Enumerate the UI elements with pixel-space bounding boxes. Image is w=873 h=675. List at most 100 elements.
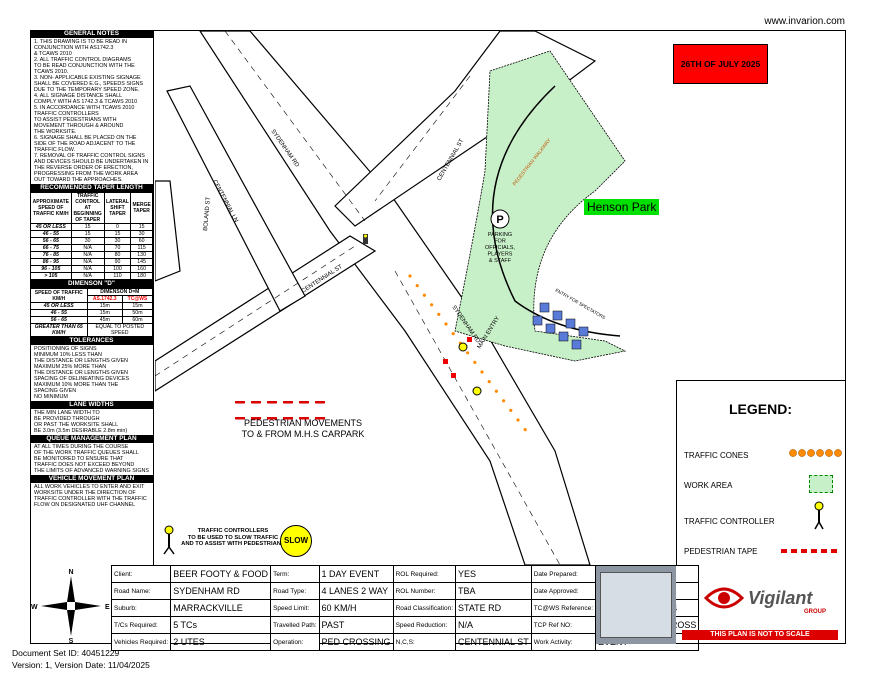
pedestrian-caption-line-1: PEDESTRIAN MOVEMENTS bbox=[243, 418, 362, 428]
tolerances-text-line: NO MINIMUM bbox=[34, 394, 68, 400]
taper-cell: > 105 bbox=[30, 272, 72, 280]
tcs-required-value: 5 TCs bbox=[170, 616, 272, 634]
spectator-gates bbox=[532, 302, 589, 350]
compass-s: S bbox=[69, 638, 74, 644]
ncs-value: CENTENNIAL ST bbox=[455, 633, 532, 651]
parking-icon bbox=[490, 209, 510, 229]
legend-tape-segment bbox=[791, 549, 797, 553]
tolerances-text-line: MINIMUM 10% LESS THAN bbox=[34, 352, 102, 358]
legend-cone bbox=[816, 449, 824, 457]
taper-col-control: TRAFFIC CONTROL AT BEGINNING OF TAPER bbox=[70, 192, 105, 224]
compass-diag-2 bbox=[57, 604, 73, 620]
site-url[interactable]: www.invarion.com bbox=[764, 16, 845, 27]
legend-controller-label: TRAFFIC CONTROLLER bbox=[684, 517, 775, 526]
taper-cell: 100 bbox=[103, 265, 132, 273]
lane-widths-text-line: BE 3.0m (3.5m DESIRABLE 2.8m min) bbox=[34, 428, 128, 434]
centennial-ln bbox=[166, 85, 306, 312]
tolerances-text-line: POSITIONING OF SIGNS bbox=[34, 346, 97, 352]
compass-diag-4 bbox=[57, 592, 73, 608]
dimension-cell: 45 OR LESS bbox=[30, 302, 88, 310]
taper-cell: 15 bbox=[130, 223, 153, 231]
rol-number-value: TBA bbox=[455, 582, 532, 600]
dimension-cell: 15m bbox=[86, 302, 123, 310]
parking-text-line: PLAYERS bbox=[488, 252, 513, 258]
spectator-gate bbox=[539, 302, 550, 313]
taper-header: RECOMMENDED TAPER LENGTH bbox=[30, 184, 153, 192]
general-notes-text-line: 5. IN ACCORDANCE WITH TCAWS 2010 bbox=[34, 105, 135, 111]
rol-required-value: YES bbox=[455, 565, 532, 583]
general-notes-text-line: THE REVERSE ORDER OF ERECTION, bbox=[34, 165, 133, 171]
queue-text-line: OF THE WORK TRAFFIC QUEUES SHALL bbox=[34, 450, 139, 456]
spectator-gate bbox=[545, 323, 556, 334]
taper-cell: 15 bbox=[70, 230, 105, 238]
tcws-ref-label: TC@WS Reference: bbox=[530, 599, 597, 617]
spectator-gate bbox=[565, 318, 576, 329]
taper-cell: 66 - 75 bbox=[30, 244, 72, 252]
traffic-cone bbox=[480, 370, 484, 374]
pedestrian-caption-line-2: TO & FROM M.H.S CARPARK bbox=[241, 429, 365, 439]
general-notes-text-line: DUE TO THE TEMPORARY SPEED ZONE. bbox=[34, 87, 140, 93]
taper-cell: 80 bbox=[103, 251, 132, 259]
taper-cell: 90 bbox=[103, 258, 132, 266]
legend-work-area-icon bbox=[809, 475, 833, 493]
general-notes-header: GENERAL NOTES bbox=[30, 30, 153, 38]
pedestrian-tape-segment bbox=[267, 417, 277, 420]
queue-text-line: BE MONITORED TO ENSURE THAT bbox=[34, 456, 124, 462]
dimension-header: DIMENSON "D" bbox=[30, 280, 153, 288]
tolerances-text-line: THE DISTANCE OR LENGTHS GIVEN bbox=[34, 370, 128, 376]
parking-text-line: PARKING bbox=[488, 232, 512, 238]
general-notes-text-line: CONJUNCTION WITH AS1742.3 bbox=[34, 45, 114, 51]
lane-markings bbox=[155, 31, 561, 565]
taper-cell: 180 bbox=[130, 272, 153, 280]
traffic-cone bbox=[487, 380, 491, 384]
dimension-head-row: SPEED OF TRAFFIC KM/H DIMENSON D=M bbox=[30, 288, 153, 303]
pedestrian-tape-segment bbox=[283, 401, 293, 404]
traffic-cone bbox=[509, 408, 513, 412]
traffic-controllers bbox=[458, 342, 482, 396]
traffic-cone bbox=[437, 312, 441, 316]
taper-cell: N/A bbox=[70, 244, 105, 252]
general-notes-text-line: TRAFFIC FLOW. bbox=[34, 147, 76, 153]
road-type-value: 4 LANES 2 WAY bbox=[318, 582, 394, 600]
pedestrian-tape-segment bbox=[299, 401, 309, 404]
dimension-sub-tcws: TC@WS bbox=[121, 295, 153, 303]
queue-text-line: TRAFFIC DOES NOT EXCEED BEYOND bbox=[34, 462, 135, 468]
term-value: 1 DAY EVENT bbox=[318, 565, 394, 583]
travelled-path-value: PAST bbox=[318, 616, 394, 634]
notes-column: GENERAL NOTES 1. THIS DRAWING IS TO BE R… bbox=[30, 30, 154, 565]
flag-icon-1 bbox=[443, 359, 448, 364]
road-class-label: Road Classification: bbox=[392, 599, 457, 617]
street-boland: BOLAND ST bbox=[203, 196, 212, 231]
parking-text-line: FOR bbox=[494, 239, 506, 245]
rol-required-label: ROL Required: bbox=[392, 565, 457, 583]
sydenham-rd bbox=[199, 31, 591, 565]
taper-cell: N/A bbox=[70, 251, 105, 259]
taper-cell: 0 bbox=[103, 223, 132, 231]
compass-point-w bbox=[41, 602, 67, 610]
info-row-5: Vehicles Required: 2 UTES Operation: PED… bbox=[110, 633, 700, 651]
client-label: Client: bbox=[110, 565, 172, 583]
general-notes-text-line: 4. ALL SIGNAGE DISTANCE SHALL bbox=[34, 93, 123, 99]
permit-card-image bbox=[596, 566, 676, 644]
taper-col-lateral: LATERAL SHIFT TAPER bbox=[103, 192, 132, 224]
tolerances-text-line: MAXIMUM 25% MORE THAN bbox=[34, 364, 107, 370]
traffic-cone bbox=[502, 399, 506, 403]
vehicles-value: 2 UTES bbox=[170, 633, 272, 651]
tcs-required-label: T/Cs Required: bbox=[110, 616, 172, 634]
dimension-cell: 15m bbox=[121, 302, 153, 310]
legend-cone bbox=[834, 449, 842, 457]
tolerances-text-line: SPACING GIVEN bbox=[34, 388, 77, 394]
document-set-id: Document Set ID: 40451229 bbox=[12, 648, 120, 658]
vehicle-text-line: FLOW ON DESIGNATED UHF CHANNEL bbox=[34, 502, 136, 508]
pedestrian-tape-segment bbox=[315, 417, 325, 420]
general-notes-text-line: OUT TOWARD THE APPROACHES. bbox=[34, 177, 123, 183]
traffic-controller-icon bbox=[163, 525, 175, 555]
traffic-controller-2 bbox=[472, 386, 482, 396]
legend-cone bbox=[825, 449, 833, 457]
speed-reduction-label: Speed Reduction: bbox=[392, 616, 457, 634]
compass-point-n bbox=[67, 576, 75, 602]
